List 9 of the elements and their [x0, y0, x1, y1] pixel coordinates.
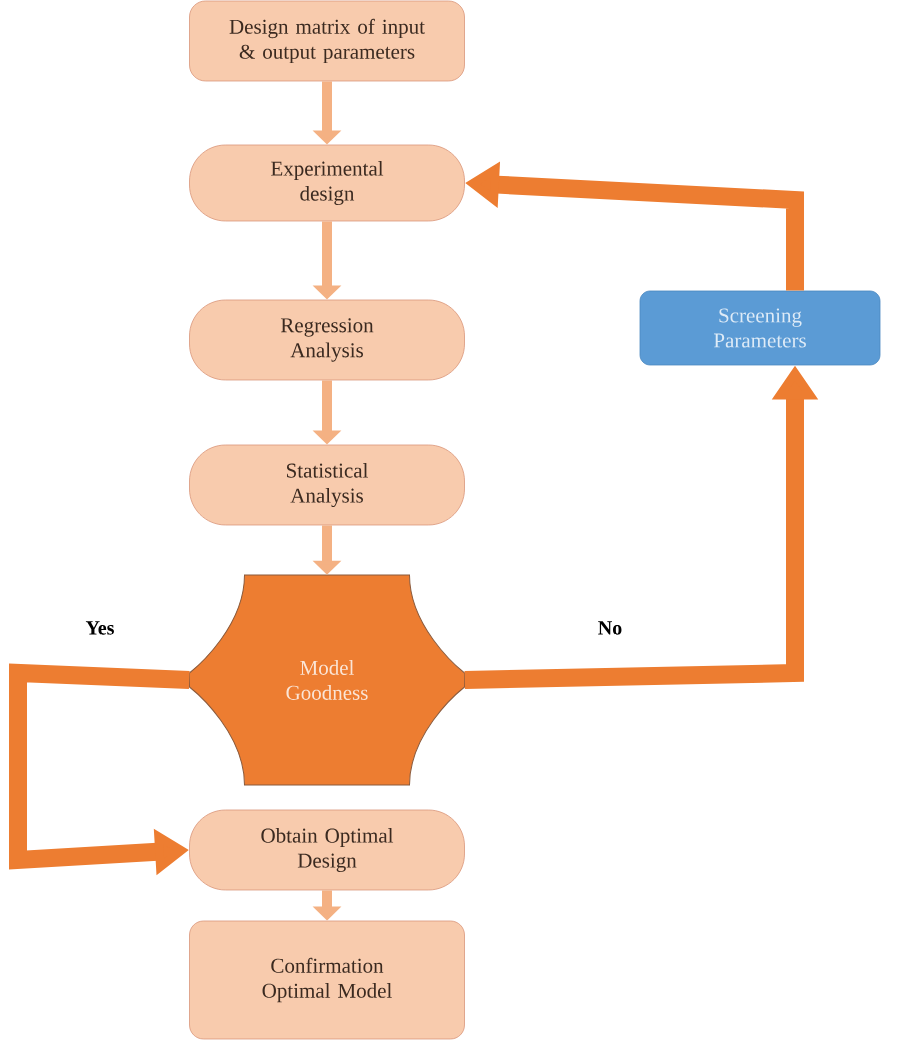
- process-box: Regression Analysis: [189, 299, 465, 381]
- process-box: Design matrix of input & output parameters: [189, 0, 465, 82]
- edge-label: Yes: [83, 619, 117, 637]
- process-box: Experimental design: [189, 144, 465, 222]
- edge-label: No: [595, 619, 625, 637]
- process-box: Confirmation Optimal Model: [189, 920, 465, 1040]
- process-box: Statistical Analysis: [189, 444, 465, 526]
- process-box: Obtain Optimal Design: [189, 809, 465, 891]
- process-box: Screening Parameters: [639, 290, 881, 366]
